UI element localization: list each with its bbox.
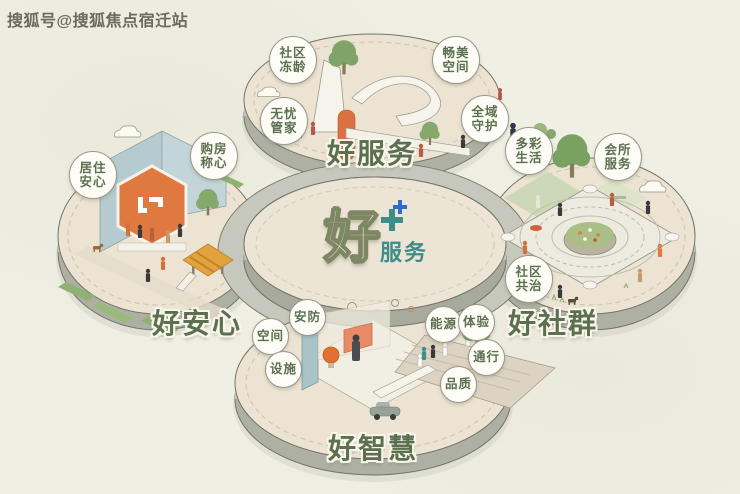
center-main-char: 好 [323, 205, 381, 270]
bubble-shequ-gongzhi: 社区 共治 [505, 255, 553, 303]
bubble-goufang-chenxin: 购房 称心 [190, 132, 238, 180]
car-icon [369, 402, 401, 420]
bubble-line: 生活 [515, 151, 543, 165]
bubble-line: 全域 [471, 104, 499, 119]
bubble-line: 服务 [604, 157, 632, 171]
bubble-line: 管家 [270, 121, 298, 135]
bubble-line: 社区 [515, 264, 543, 279]
bubble-shequ-dongling: 社区 冻龄 [269, 36, 317, 84]
bubble-line: 会所 [604, 142, 632, 157]
bubble-line: 安心 [79, 175, 107, 189]
platform-label-haozhihui: 好智慧 [327, 433, 419, 464]
bubble-line: 居住 [79, 160, 107, 175]
plus-icon-teal [381, 209, 403, 231]
plus-icon-blue [393, 200, 407, 214]
bubble-duocai-shenghuo: 多彩 生活 [505, 127, 553, 175]
bubble-line: 称心 [200, 156, 228, 170]
bubble-quanyu-shouhu: 全域 守护 [461, 95, 509, 143]
bubble-line: 空间 [256, 329, 284, 344]
play-pavilion [175, 243, 234, 292]
center-planter [563, 222, 617, 256]
bubble-wuyou-guanjia: 无忧 管家 [260, 97, 308, 145]
bubble-line: 无忧 [270, 106, 298, 121]
brand-logo [138, 197, 163, 213]
slide [175, 271, 197, 292]
bubble-line: 社区 [279, 45, 307, 60]
bubble-line: 能源 [429, 317, 457, 332]
lightbulb-icon [322, 346, 340, 368]
platform-label-haoanxin: 好安心 [151, 308, 243, 339]
bubble-line: 设施 [269, 362, 297, 377]
platform-label-haoshequn: 好社群 [507, 308, 599, 339]
bubble-line: 守护 [471, 119, 499, 133]
bubble-pinzhi: 品质 [440, 366, 477, 403]
bubble-line: 体验 [462, 315, 490, 330]
slide-ribbon [351, 75, 441, 127]
bubble-line: 空间 [442, 60, 470, 74]
bubble-line: 购房 [200, 141, 228, 156]
watermark: 搜狐号@搜狐焦点宿迁站 [7, 13, 189, 30]
bubble-changmei-kongjian: 畅美 空间 [432, 36, 480, 84]
bubble-line: 安防 [293, 310, 321, 325]
bubble-line: 通行 [472, 350, 500, 365]
bubble-tongxing: 通行 [468, 339, 505, 376]
bubble-anfang: 安防 [289, 299, 326, 336]
bubble-kongjian: 空间 [252, 318, 289, 355]
person-at-screen [352, 334, 360, 361]
bubble-line: 畅美 [442, 45, 470, 60]
bubble-line: 冻龄 [279, 60, 307, 74]
platform-label-haofuwu: 好服务 [326, 138, 418, 169]
bubble-juzhu-anxin: 居住 安心 [69, 151, 117, 199]
bubble-line: 共治 [515, 279, 543, 293]
bubble-line: 品质 [444, 377, 472, 392]
center-sub-label: 服务 [379, 240, 429, 265]
cloud-icon [114, 125, 142, 138]
bubble-tiyan: 体验 [458, 304, 495, 341]
scene-reassurance [58, 130, 244, 335]
scene-service [297, 40, 556, 162]
bubble-huisuo-fuwu: 会所 服务 [594, 133, 642, 181]
center-disc-front [243, 176, 507, 328]
bubble-sheshi: 设施 [265, 351, 302, 388]
bubble-nengyuan: 能源 [425, 306, 462, 343]
bubble-line: 多彩 [515, 136, 543, 151]
